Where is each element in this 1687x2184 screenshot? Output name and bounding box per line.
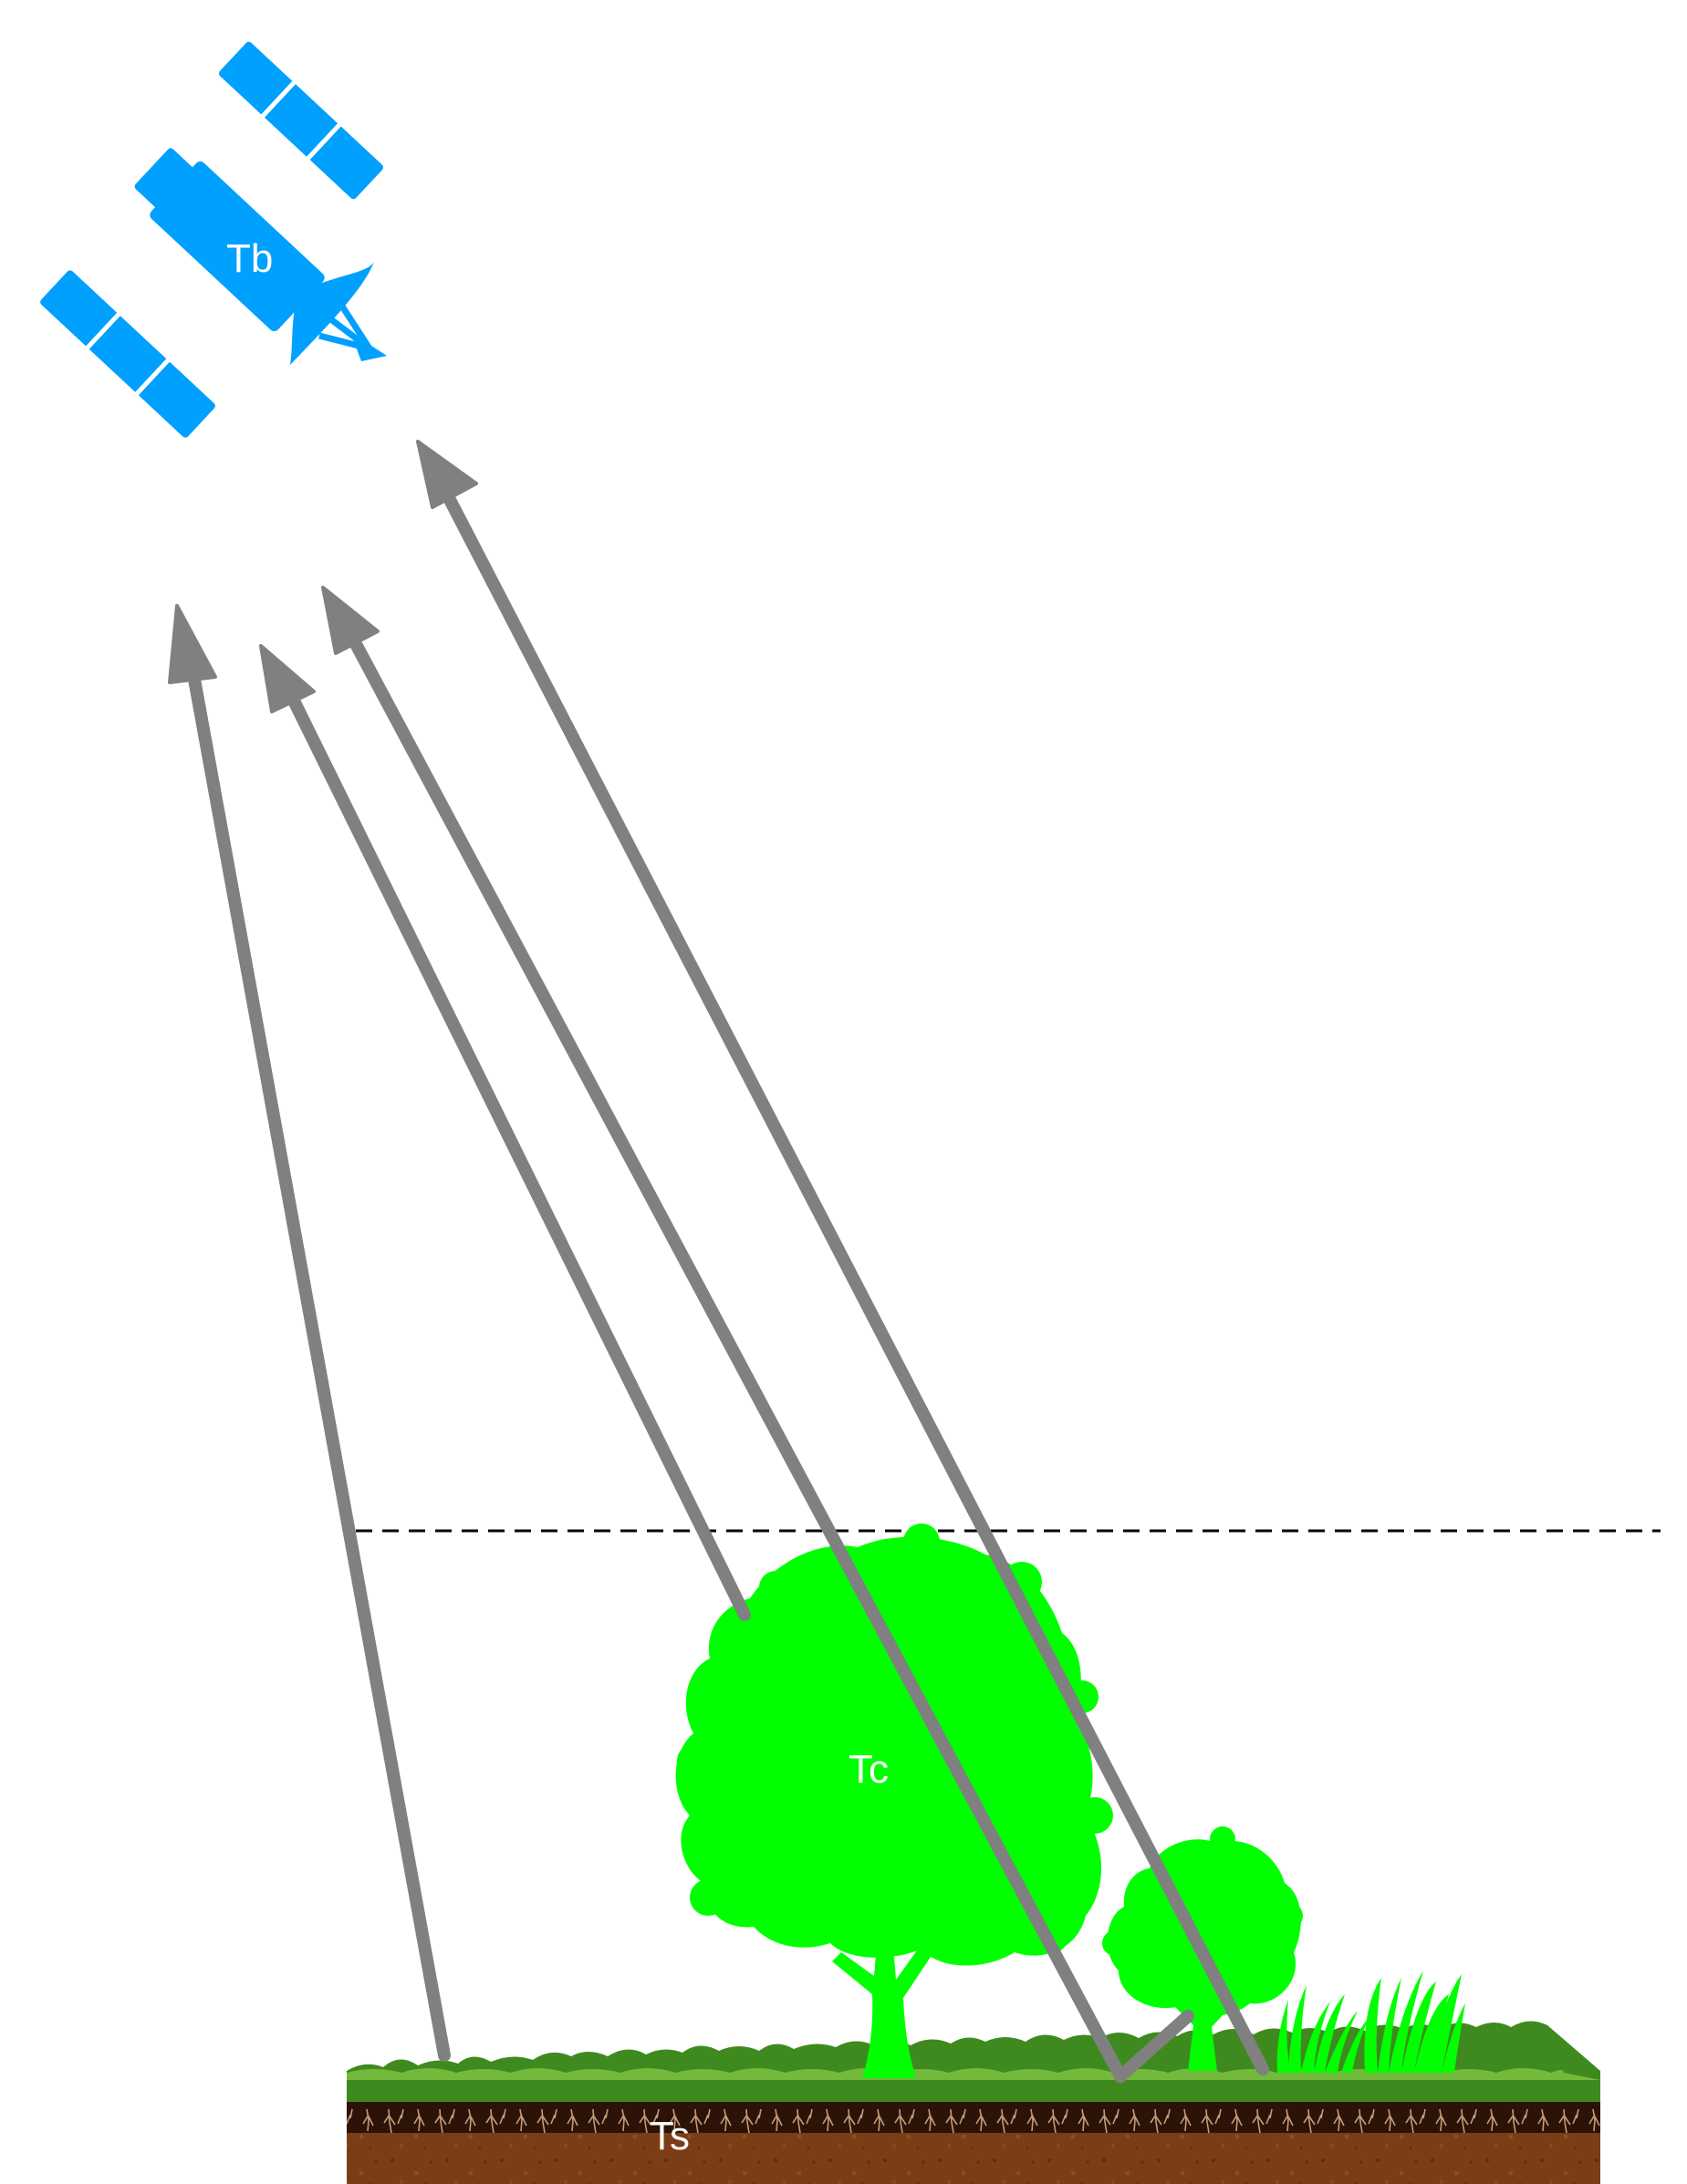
grass-icon bbox=[1276, 1971, 1465, 2073]
satellite-icon: Tb bbox=[40, 41, 387, 438]
soil-emission-arrow bbox=[168, 604, 451, 2062]
satellite-label: Tb bbox=[226, 236, 273, 281]
satellite-body bbox=[134, 148, 325, 332]
dish-antenna-icon bbox=[290, 262, 387, 365]
canopy-label: Tc bbox=[849, 1747, 889, 1792]
emission-arrows bbox=[168, 440, 1269, 2083]
small-tree-icon bbox=[1102, 1826, 1303, 2071]
tree-crown bbox=[675, 1536, 1102, 1966]
ground-emission-arrow bbox=[416, 440, 1269, 2075]
canopy-emission-arrow bbox=[259, 644, 751, 1621]
reflected-through-canopy-arrow bbox=[321, 586, 1194, 2083]
small-tree-crown bbox=[1107, 1839, 1301, 2017]
solar-panel-lower bbox=[40, 270, 215, 438]
solar-panel-upper bbox=[219, 41, 383, 200]
tree-trunk bbox=[832, 1934, 940, 2078]
soil-label: Ts bbox=[650, 2114, 690, 2158]
roots-layer bbox=[347, 2098, 1600, 2138]
